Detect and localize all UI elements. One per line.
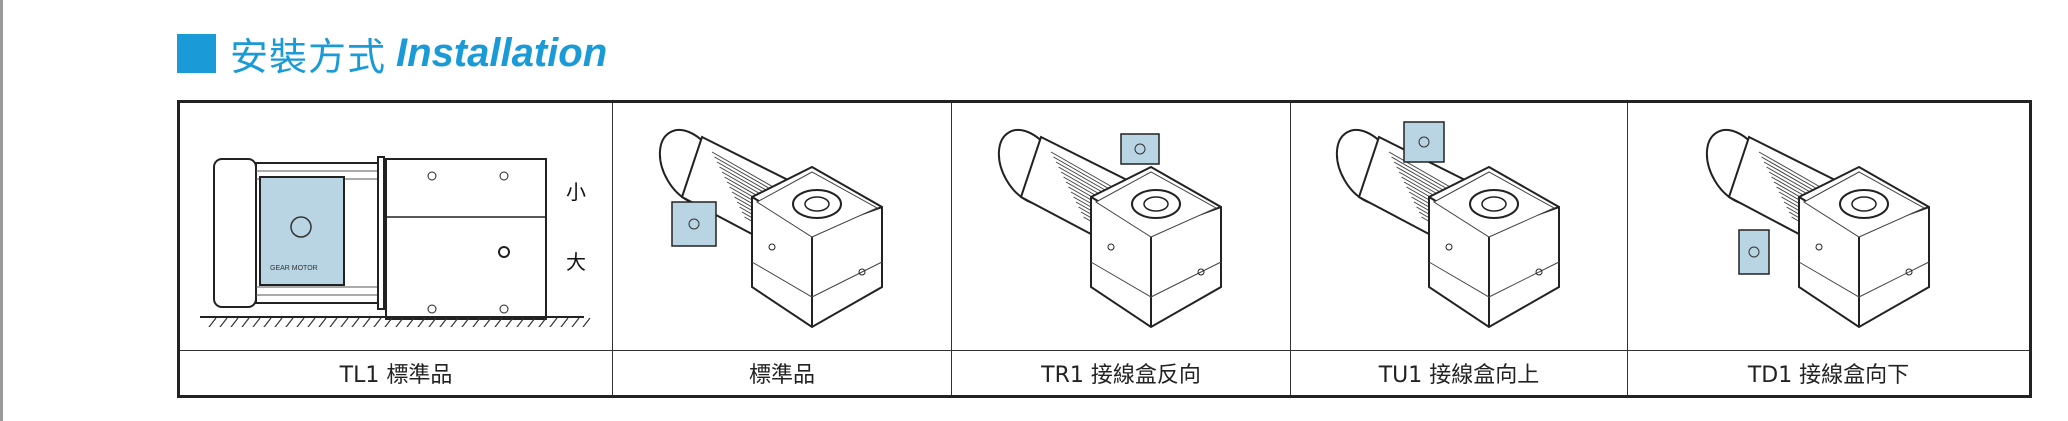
label-standard: 標準品: [612, 350, 952, 397]
mark-large: 大: [566, 251, 586, 274]
title-square-icon: [177, 33, 216, 73]
junction-box-icon: [1403, 120, 1445, 163]
cell-standard-image: [612, 101, 952, 351]
title-en: Installation: [396, 30, 608, 75]
side-view-motor-diagram: GEAR MOTOR 小 大: [200, 155, 591, 327]
page-edge: [0, 0, 3, 421]
title-zh: 安裝方式: [230, 34, 387, 79]
cell-td1-image: [1627, 101, 2031, 351]
junction-box-icon: [1120, 132, 1160, 165]
cell-tr1-image: [951, 101, 1291, 351]
installation-table: GEAR MOTOR 小 大: [177, 100, 2032, 398]
junction-box-icon: [671, 200, 717, 247]
label-tr1: TR1 接線盒反向: [951, 350, 1291, 397]
gearmotor-tr1-illustration: [997, 128, 1222, 328]
section-title: 安裝方式 Installation: [177, 28, 608, 79]
mark-small: 小: [566, 181, 586, 204]
label-tu1: TU1 接線盒向上: [1290, 350, 1628, 397]
junction-box-icon: [1737, 228, 1770, 275]
label-td1: TD1 接線盒向下: [1627, 350, 2031, 397]
cell-tu1-image: [1290, 101, 1628, 351]
plate-text: GEAR MOTOR: [270, 265, 318, 272]
label-tl1: TL1 標準品: [178, 350, 613, 397]
gearmotor-td1-illustration: [1705, 128, 1930, 328]
gearmotor-tu1-illustration: [1335, 120, 1560, 328]
gearmotor-standard-illustration: [658, 128, 883, 328]
cell-tl1-image: GEAR MOTOR 小 大: [178, 101, 613, 351]
